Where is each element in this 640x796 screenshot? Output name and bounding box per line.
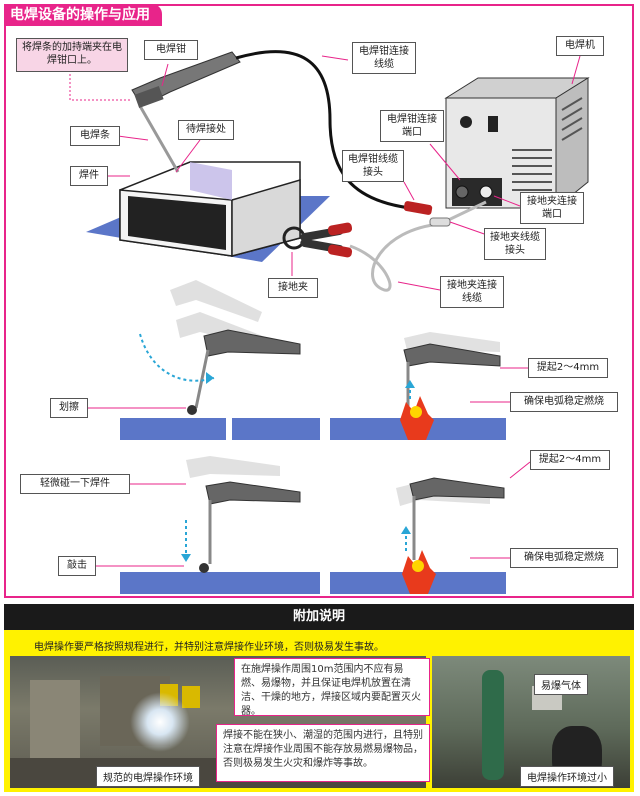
arc-flame-2 [402,550,436,594]
ground-clamp [282,222,353,258]
callout-holder-cable: 电焊钳连接线缆 [352,42,416,74]
note-fire-safety: 在施焊操作周围10m范围内不应有易燃、易爆物，并且保证电焊机放置在清洁、干燥的地… [234,658,430,717]
label-explosive-gas: 易爆气体 [534,674,588,695]
section-title: 电焊设备的操作与应用 [4,4,162,26]
arc-flame-1 [400,396,434,440]
spark-tap [199,563,209,573]
appendix-intro: 电焊操作要严格按照规程进行，并特别注意焊接作业环境，否则极易发生事故。 [34,642,384,653]
spark-scratch [187,405,197,415]
holder-cable-joint [403,201,433,215]
caption-standard-environment: 规范的电焊操作环境 [96,766,200,787]
step-touch: 轻微碰一下焊件 [20,474,130,494]
callout-rod: 电焊条 [70,126,120,146]
equipment-illustration [69,50,590,594]
callout-holder: 电焊钳 [144,40,198,60]
electrode-holder [131,51,241,109]
step-stable-2: 确保电弧稳定燃烧 [510,548,618,568]
appendix-panel: 附加说明 电焊操作要严格按照规程进行，并特别注意焊接作业环境，否则极易发生事故。… [4,604,634,792]
callout-ground-port: 接地夹连接端口 [520,192,584,224]
caption-small-environment: 电焊操作环境过小 [520,766,614,787]
ground-cable [349,200,487,292]
welding-rod [138,105,180,173]
callout-ground-clamp: 接地夹 [268,278,318,298]
step-stable-1: 确保电弧稳定燃烧 [510,392,618,412]
callout-clamp-note: 将焊条的加持端夹在电焊钳口上。 [16,38,128,72]
plate-scratch-right [232,418,320,440]
appendix-heading: 附加说明 [4,604,634,630]
welder-machine [444,77,590,210]
holder-cable [235,50,421,212]
step-lift-1: 提起2～4mm [528,358,608,378]
plate-tap [120,572,320,594]
callout-ground-cable: 接地夹连接线缆 [440,276,504,308]
step-scratch: 划擦 [50,398,88,418]
ground-cable-joint [429,217,451,227]
note-confined-space: 焊接不能在狭小、潮湿的范围内进行，且特别注意在焊接作业周围不能存放易燃易爆物品，… [216,724,430,782]
plate-scratch-left [120,418,226,440]
step-lift-2: 提起2～4mm [530,450,610,470]
callout-holder-cable-joint: 电焊钳线缆接头 [342,150,404,182]
callout-workpiece: 焊件 [70,166,108,186]
callout-machine: 电焊机 [556,36,604,56]
callout-weld-spot: 待焊接处 [178,120,234,140]
callout-holder-port: 电焊钳连接端口 [380,110,444,142]
step-tap: 敲击 [58,556,96,576]
callout-ground-joint: 接地夹线缆接头 [484,228,546,260]
